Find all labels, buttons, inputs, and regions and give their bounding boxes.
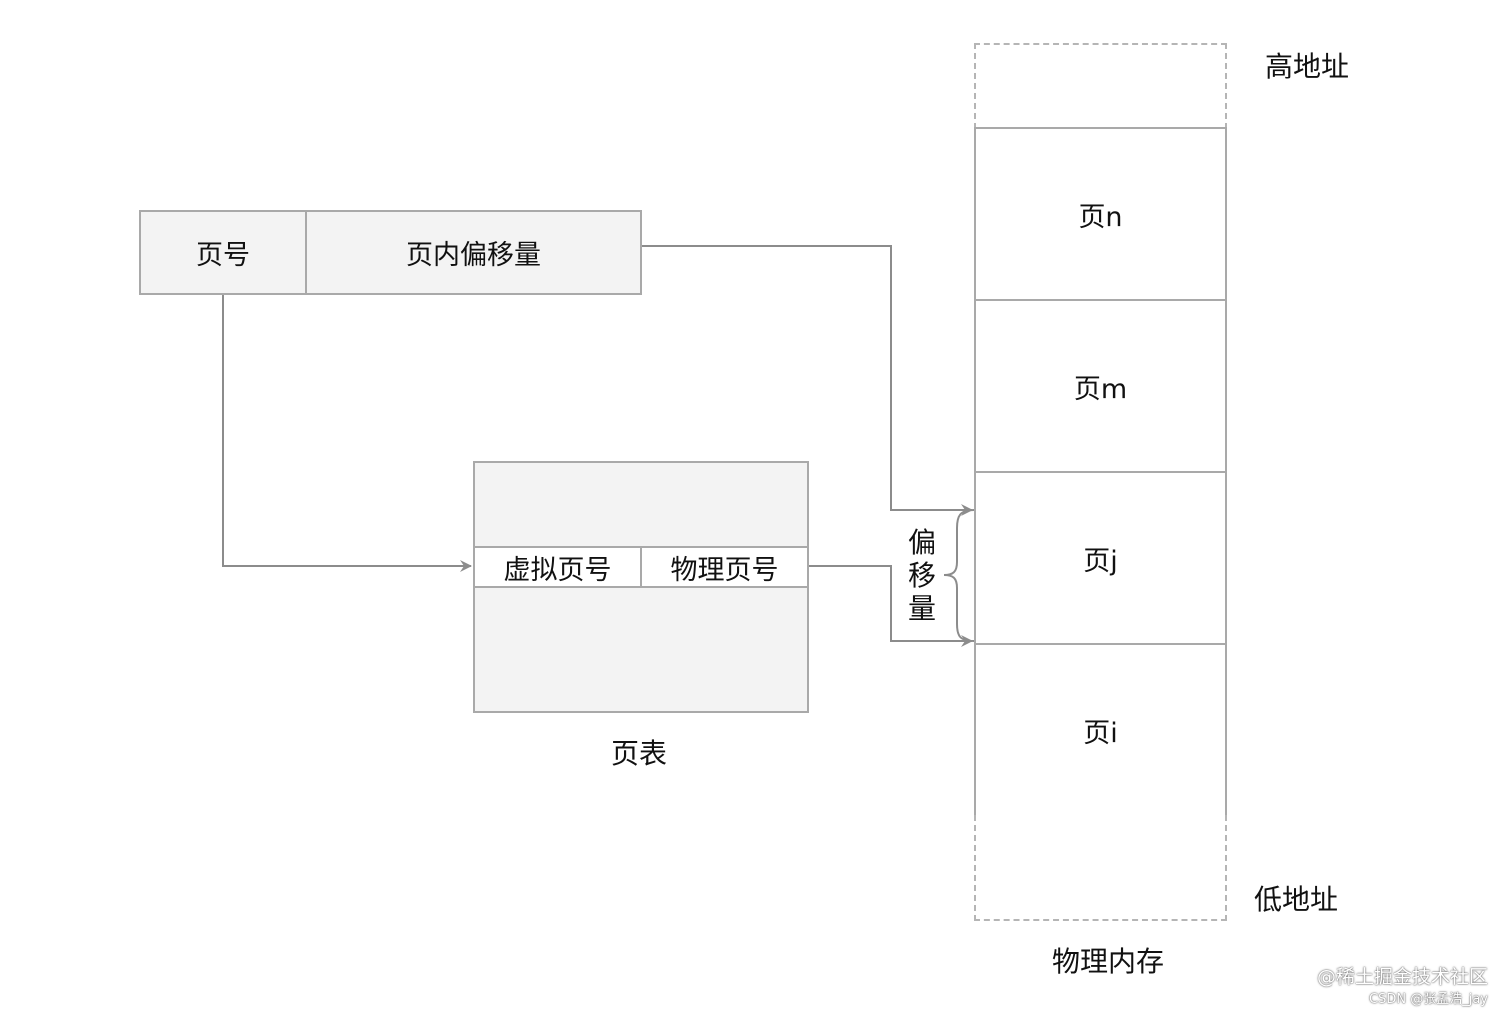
- memory-page-m: 页m: [974, 299, 1227, 473]
- virtual-page-number-cell: 虚拟页号: [475, 548, 642, 586]
- physical-memory-caption: 物理内存: [1052, 945, 1165, 978]
- page-number-cell: 页号: [141, 212, 307, 293]
- physical-page-number-cell: 物理页号: [670, 554, 779, 586]
- memory-page-j: 页j: [974, 471, 1227, 645]
- memory-bottom-region: [974, 815, 1227, 921]
- high-address-label: 高地址: [1265, 50, 1350, 83]
- page-offset-cell: 页内偏移量: [406, 240, 541, 271]
- offset-label-char: 偏: [907, 526, 936, 559]
- memory-top-region: [974, 43, 1227, 129]
- memory-page-label: 页i: [1083, 717, 1118, 749]
- virtual-address-box: 页号 页内偏移量: [139, 210, 642, 295]
- low-address-label: 低地址: [1254, 883, 1339, 916]
- watermark-line-1: @稀土掘金技术社区: [1316, 966, 1488, 988]
- offset-label-char: 移: [907, 559, 936, 593]
- physical-page-arrow: [808, 565, 973, 647]
- offset-brace: [943, 509, 975, 642]
- page-table-caption: 页表: [611, 737, 668, 770]
- memory-page-i: 页i: [974, 643, 1227, 817]
- offset-label: 偏 移 量: [904, 526, 940, 625]
- memory-page-n: 页n: [974, 127, 1227, 301]
- memory-page-label: 页m: [1073, 373, 1128, 405]
- watermark-line-2: CSDN @张孟浩_jay: [1369, 992, 1488, 1007]
- memory-page-label: 页n: [1078, 201, 1123, 233]
- page-number-arrow: [222, 295, 472, 572]
- page-table-entry-row: 虚拟页号 物理页号: [475, 546, 807, 588]
- page-table: 虚拟页号 物理页号: [473, 461, 809, 713]
- memory-page-label: 页j: [1083, 545, 1118, 577]
- offset-label-char: 量: [907, 592, 936, 626]
